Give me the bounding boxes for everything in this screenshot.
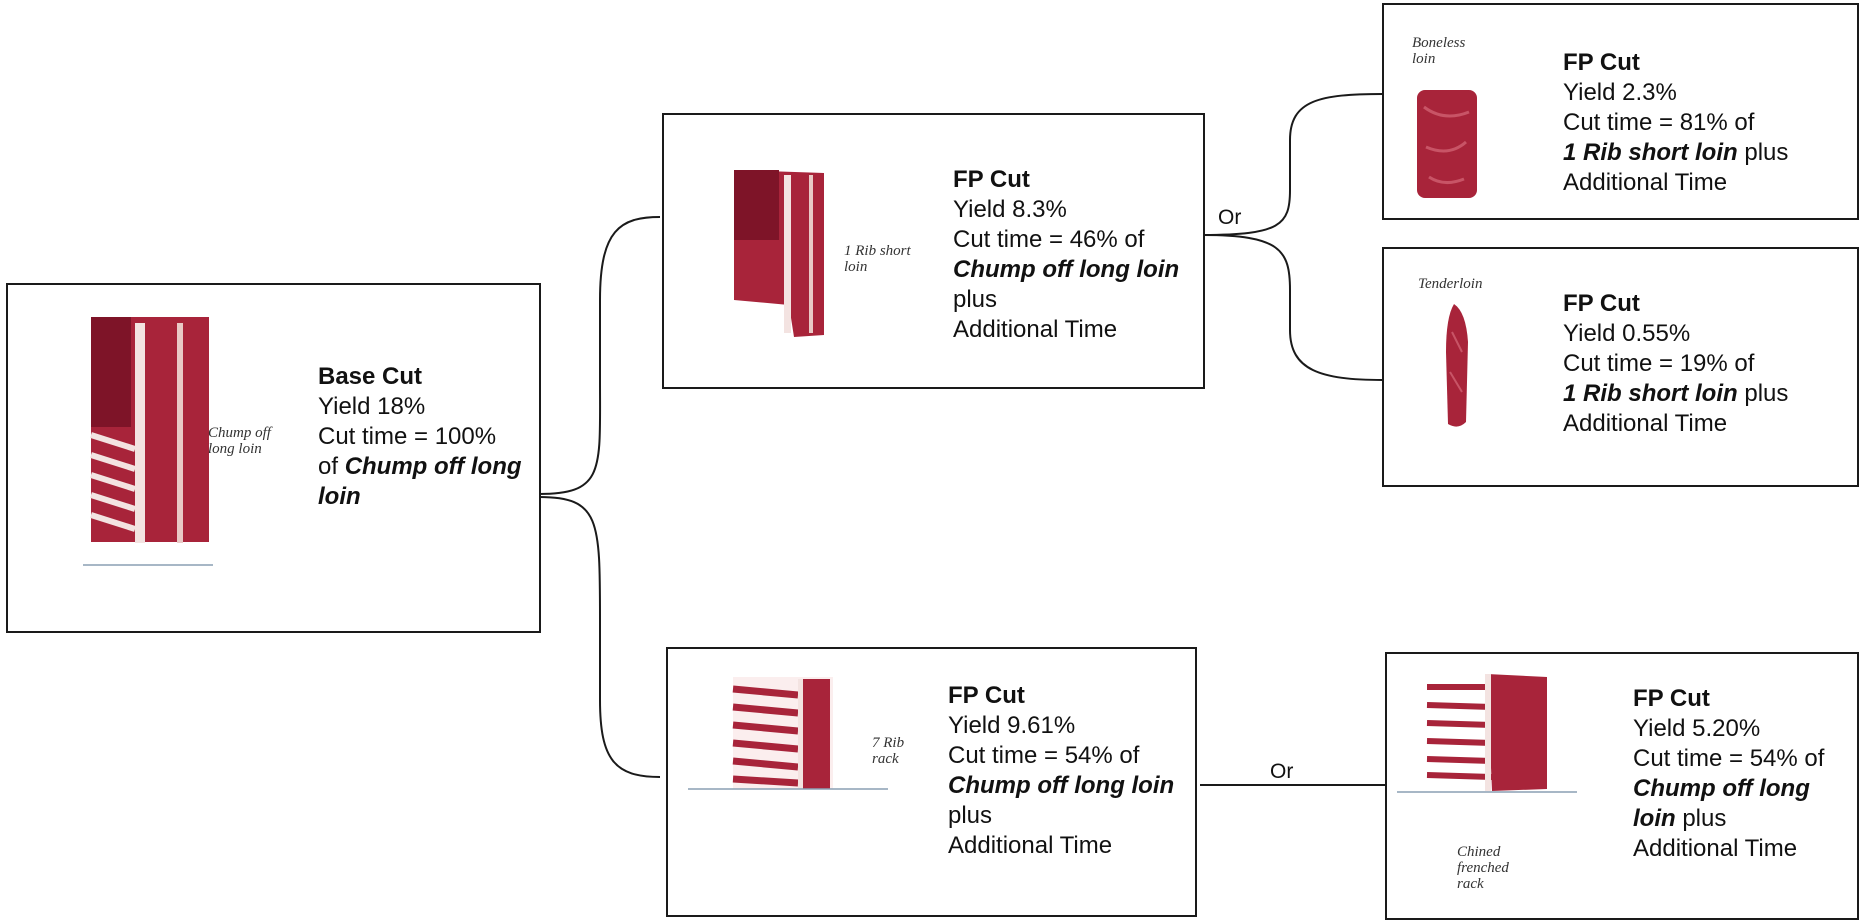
- boneless-loin-plus: plus: [1738, 139, 1789, 166]
- rack-plus: plus: [948, 802, 992, 829]
- frenched-rack-heading: FP Cut: [1633, 684, 1855, 714]
- boneless-loin-ref: 1 Rib short loin: [1563, 139, 1738, 166]
- boneless-loin-text: FP Cut Yield 2.3% Cut time = 81% of 1 Ri…: [1563, 48, 1853, 198]
- rack-time: Cut time = 54% of: [948, 741, 1193, 771]
- boneless-loin-caption: Boneless loin: [1412, 35, 1487, 67]
- rack-image: [688, 677, 888, 797]
- rack-heading: FP Cut: [948, 681, 1193, 711]
- short-loin-heading: FP Cut: [953, 165, 1198, 195]
- rack-yield: Yield 9.61%: [948, 711, 1193, 741]
- boneless-loin-additional: Additional Time: [1563, 168, 1853, 198]
- or-label-upper: Or: [1218, 206, 1241, 230]
- base-cut-time-of: of: [318, 453, 345, 480]
- connector-base-to-short-loin: [539, 217, 660, 494]
- frenched-rack-caption: Chined frenched rack: [1457, 844, 1532, 892]
- boneless-loin-image: [1414, 87, 1480, 202]
- node-boneless-loin: Boneless loin FP Cut Yield 2.3% Cut time…: [1382, 3, 1859, 220]
- rack-additional: Additional Time: [948, 831, 1193, 861]
- frenched-rack-image: [1397, 669, 1577, 799]
- short-loin-time: Cut time = 46% of: [953, 225, 1198, 255]
- tenderloin-heading: FP Cut: [1563, 289, 1853, 319]
- rack-ref: Chump off long loin: [948, 772, 1174, 799]
- base-cut-text: Base Cut Yield 18% Cut time = 100% of Ch…: [318, 362, 533, 512]
- tenderloin-ref: 1 Rib short loin: [1563, 380, 1738, 407]
- node-frenched-rack: Chined frenched rack FP Cut Yield 5.20% …: [1385, 652, 1859, 920]
- node-rack: 7 Rib rack FP Cut Yield 9.61% Cut time =…: [666, 647, 1197, 917]
- chump-off-long-loin-image: [83, 317, 213, 567]
- boneless-loin-yield: Yield 2.3%: [1563, 78, 1853, 108]
- boneless-loin-heading: FP Cut: [1563, 48, 1853, 78]
- base-cut-caption: Chump off long loin: [208, 425, 278, 457]
- tenderloin-image: [1440, 302, 1474, 432]
- base-cut-heading: Base Cut: [318, 362, 533, 392]
- connector-base-to-rack: [539, 497, 660, 777]
- frenched-rack-yield: Yield 5.20%: [1633, 714, 1855, 744]
- node-tenderloin: Tenderloin FP Cut Yield 0.55% Cut time =…: [1382, 247, 1859, 487]
- connector-short-loin-to-tenderloin: [1203, 235, 1383, 380]
- short-loin-additional: Additional Time: [953, 315, 1198, 345]
- base-cut-ref: Chump off long loin: [318, 453, 522, 510]
- short-loin-yield: Yield 8.3%: [953, 195, 1198, 225]
- tenderloin-text: FP Cut Yield 0.55% Cut time = 19% of 1 R…: [1563, 289, 1853, 439]
- node-base-cut: Chump off long loin Base Cut Yield 18% C…: [6, 283, 541, 633]
- frenched-rack-time: Cut time = 54% of: [1633, 744, 1855, 774]
- tenderloin-plus: plus: [1738, 380, 1789, 407]
- boneless-loin-time: Cut time = 81% of: [1563, 108, 1853, 138]
- short-loin-plus: plus: [953, 286, 997, 313]
- tenderloin-time: Cut time = 19% of: [1563, 349, 1853, 379]
- base-cut-yield: Yield 18%: [318, 392, 533, 422]
- frenched-rack-additional: Additional Time: [1633, 834, 1855, 864]
- rack-text: FP Cut Yield 9.61% Cut time = 54% of Chu…: [948, 681, 1193, 861]
- frenched-rack-plus: plus: [1676, 805, 1727, 832]
- tenderloin-yield: Yield 0.55%: [1563, 319, 1853, 349]
- base-cut-time: Cut time = 100%: [318, 422, 533, 452]
- tenderloin-caption: Tenderloin: [1418, 276, 1508, 292]
- or-label-lower: Or: [1270, 760, 1293, 784]
- short-loin-caption: 1 Rib short loin: [844, 243, 919, 275]
- node-short-loin: 1 Rib short loin FP Cut Yield 8.3% Cut t…: [662, 113, 1205, 389]
- rack-caption: 7 Rib rack: [872, 735, 917, 767]
- short-loin-text: FP Cut Yield 8.3% Cut time = 46% of Chum…: [953, 165, 1198, 345]
- short-loin-ref: Chump off long loin: [953, 256, 1179, 283]
- tenderloin-additional: Additional Time: [1563, 409, 1853, 439]
- short-loin-image: [729, 165, 829, 345]
- frenched-rack-text: FP Cut Yield 5.20% Cut time = 54% of Chu…: [1633, 684, 1855, 864]
